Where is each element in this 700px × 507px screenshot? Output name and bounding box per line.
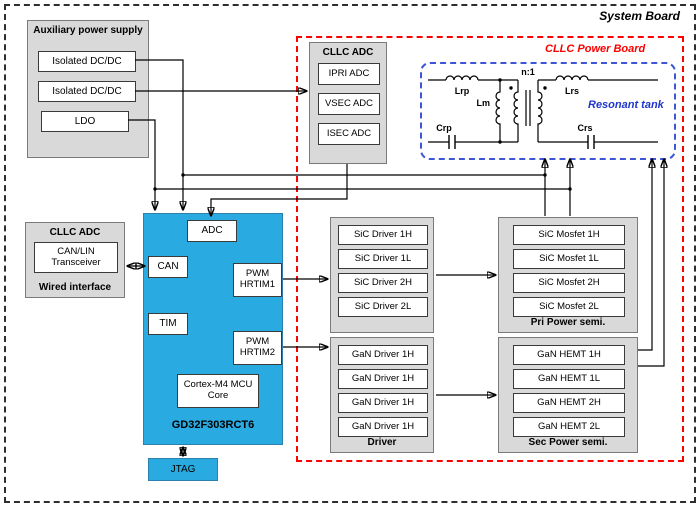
sic-mosfet-1l-box: SiC Mosfet 1L (513, 249, 625, 269)
cllc-power-board-frame (296, 36, 684, 462)
gan-driver-box-1: GaN Driver 1H (338, 345, 428, 365)
wired-interface-group: CLLC ADC CAN/LIN Transceiver Wired inter… (25, 222, 125, 298)
gan-driver-caption: Driver (367, 437, 397, 448)
mcu-can-box: CAN (148, 256, 188, 278)
sic-driver-1l-box: SiC Driver 1L (338, 249, 428, 269)
mcu-tim-box: TIM (148, 313, 188, 335)
gan-driver-box-2: GaN Driver 1H (338, 369, 428, 389)
sic-driver-1h-box: SiC Driver 1H (338, 225, 428, 245)
system-board-frame (4, 4, 696, 503)
mcu-block: ADC CAN TIM PWM HRTIM1 PWM HRTIM2 Cortex… (143, 213, 283, 445)
gan-hemt-1h-box: GaN HEMT 1H (513, 345, 625, 365)
ldo-box: LDO (41, 111, 129, 132)
aux-power-supply-group: Auxiliary power supply Isolated DC/DC Is… (27, 20, 149, 158)
vsec-adc-box: VSEC ADC (318, 93, 380, 115)
sic-mosfet-1h-box: SiC Mosfet 1H (513, 225, 625, 245)
mcu-pwm-hrtim1-box: PWM HRTIM1 (233, 263, 282, 297)
gan-hemt-1l-box: GaN HEMT 1L (513, 369, 625, 389)
wired-interface-title: CLLC ADC (49, 227, 101, 238)
sic-driver-2h-box: SiC Driver 2H (338, 273, 428, 293)
sic-mosfet-2h-box: SiC Mosfet 2H (513, 273, 625, 293)
isec-adc-box: ISEC ADC (318, 123, 380, 145)
cllc-adc-group: CLLC ADC IPRI ADC VSEC ADC ISEC ADC (309, 42, 387, 164)
pri-power-group: SiC Mosfet 1H SiC Mosfet 1L SiC Mosfet 2… (498, 217, 638, 333)
sec-power-group: GaN HEMT 1H GaN HEMT 1L GaN HEMT 2H GaN … (498, 337, 638, 453)
cllc-adc-title: CLLC ADC (322, 47, 374, 58)
gan-driver-box-3: GaN Driver 1H (338, 393, 428, 413)
sic-driver-2l-box: SiC Driver 2L (338, 297, 428, 317)
gan-driver-group: GaN Driver 1H GaN Driver 1H GaN Driver 1… (330, 337, 434, 453)
aux-power-supply-title: Auxiliary power supply (33, 25, 143, 36)
isolated-dcdc-1-box: Isolated DC/DC (38, 51, 136, 72)
wired-interface-caption: Wired interface (38, 282, 112, 293)
jtag-box: JTAG (148, 458, 218, 481)
can-lin-transceiver-box: CAN/LIN Transceiver (34, 242, 118, 273)
resonant-tank-frame (420, 62, 676, 160)
sic-driver-group: SiC Driver 1H SiC Driver 1L SiC Driver 2… (330, 217, 434, 333)
gan-hemt-2l-box: GaN HEMT 2L (513, 417, 625, 437)
mcu-pwm-hrtim2-box: PWM HRTIM2 (233, 331, 282, 365)
sec-power-caption: Sec Power semi. (528, 437, 608, 448)
mcu-core-box: Cortex-M4 MCU Core (177, 374, 259, 408)
sic-mosfet-2l-box: SiC Mosfet 2L (513, 297, 625, 317)
gan-hemt-2h-box: GaN HEMT 2H (513, 393, 625, 413)
pri-power-caption: Pri Power semi. (530, 317, 606, 328)
mcu-adc-box: ADC (187, 220, 237, 242)
system-board-label: System Board (599, 9, 680, 23)
ipri-adc-box: IPRI ADC (318, 63, 380, 85)
isolated-dcdc-2-box: Isolated DC/DC (38, 81, 136, 102)
cllc-power-board-label: CLLC Power Board (545, 43, 646, 55)
mcu-part-number: GD32F303RCT6 (171, 419, 255, 431)
resonant-tank-label: Resonant tank (588, 99, 664, 111)
gan-driver-box-4: GaN Driver 1H (338, 417, 428, 437)
